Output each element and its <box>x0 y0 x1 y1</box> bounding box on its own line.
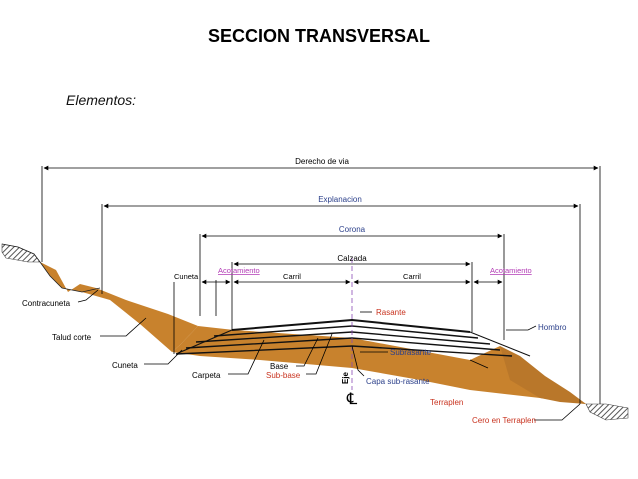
leader-lines <box>77 289 581 421</box>
label-rasante: Rasante <box>376 308 406 317</box>
label-carril-left: Carril <box>283 272 301 281</box>
fill-earth <box>500 346 586 404</box>
label-base: Base <box>270 362 289 371</box>
label-acotamiento-left: Acotamiento <box>218 266 260 275</box>
label-calzada: Calzada <box>337 254 367 263</box>
label-cero-en-terraplen: Cero en Terraplen <box>472 416 536 425</box>
cut-earth <box>40 262 198 352</box>
label-eje: Eje <box>341 371 350 384</box>
label-carril-right: Carril <box>403 272 421 281</box>
label-cuneta: Cuneta <box>112 361 138 370</box>
label-hombro: Hombro <box>538 323 567 332</box>
label-talud-corte: Talud corte <box>52 333 92 342</box>
subgrade-earth <box>172 326 586 404</box>
label-cuneta-top: Cuneta <box>174 272 199 281</box>
label-contracuneta: Contracuneta <box>22 299 71 308</box>
page-title: SECCION TRANSVERSAL <box>207 26 431 46</box>
natural-ground-right <box>585 403 629 421</box>
ground-line <box>1 243 101 293</box>
natural-ground-left <box>1 243 41 263</box>
label-terraplen: Terraplen <box>430 398 463 407</box>
label-subrasante: Subrasante <box>390 348 431 357</box>
centerline-symbol: ℄ <box>346 391 358 408</box>
label-explanacion: Explanacion <box>318 195 362 204</box>
subtitle: Elementos: <box>66 92 137 108</box>
label-derecho-de-via: Derecho de via <box>295 157 349 166</box>
label-acotamiento-right: Acotamiento <box>490 266 532 275</box>
label-capa-sub-rasante: Capa sub-rasante <box>366 377 430 386</box>
label-carpeta: Carpeta <box>192 371 221 380</box>
label-corona: Corona <box>339 225 366 234</box>
label-sub-base: Sub-base <box>266 371 301 380</box>
dimension-lines <box>41 165 601 404</box>
